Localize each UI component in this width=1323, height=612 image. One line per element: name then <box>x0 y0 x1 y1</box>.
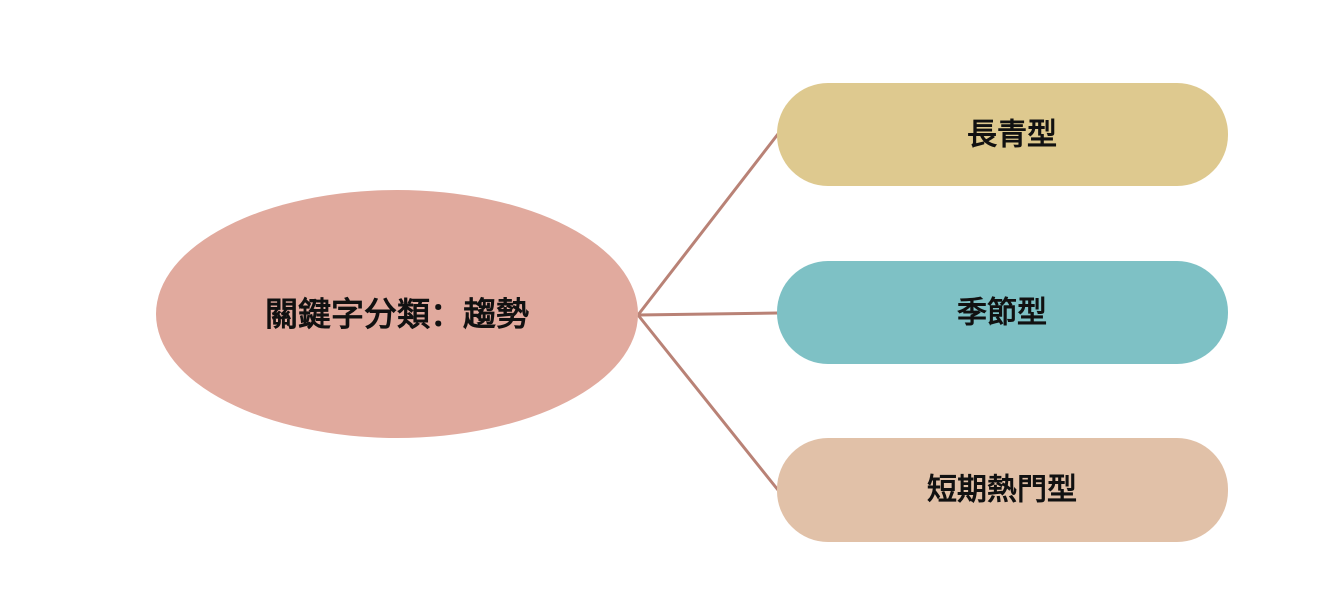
center-node: 關鍵字分類：趨勢 <box>156 190 638 438</box>
branch-label-evergreen: 長青型 <box>967 118 1057 153</box>
branch-pill-evergreen <box>777 83 1228 186</box>
branch-node-evergreen: 長青型 <box>777 83 1228 186</box>
connector-to-evergreen <box>636 132 780 317</box>
branch-node-short-term-trending: 短期熱門型 <box>777 438 1228 542</box>
branch-label-short-term-trending: 短期熱門型 <box>927 473 1077 508</box>
branch-pill-seasonal <box>777 261 1228 364</box>
center-label: 關鍵字分類：趨勢 <box>265 295 529 334</box>
branch-node-seasonal: 季節型 <box>777 261 1228 364</box>
connector-to-short-term-trending <box>636 313 780 492</box>
branch-label-seasonal: 季節型 <box>957 296 1047 331</box>
connectors <box>636 132 780 492</box>
connector-to-seasonal <box>636 311 780 317</box>
branch-pill-short-term-trending <box>777 438 1228 542</box>
center-ellipse <box>156 190 638 438</box>
